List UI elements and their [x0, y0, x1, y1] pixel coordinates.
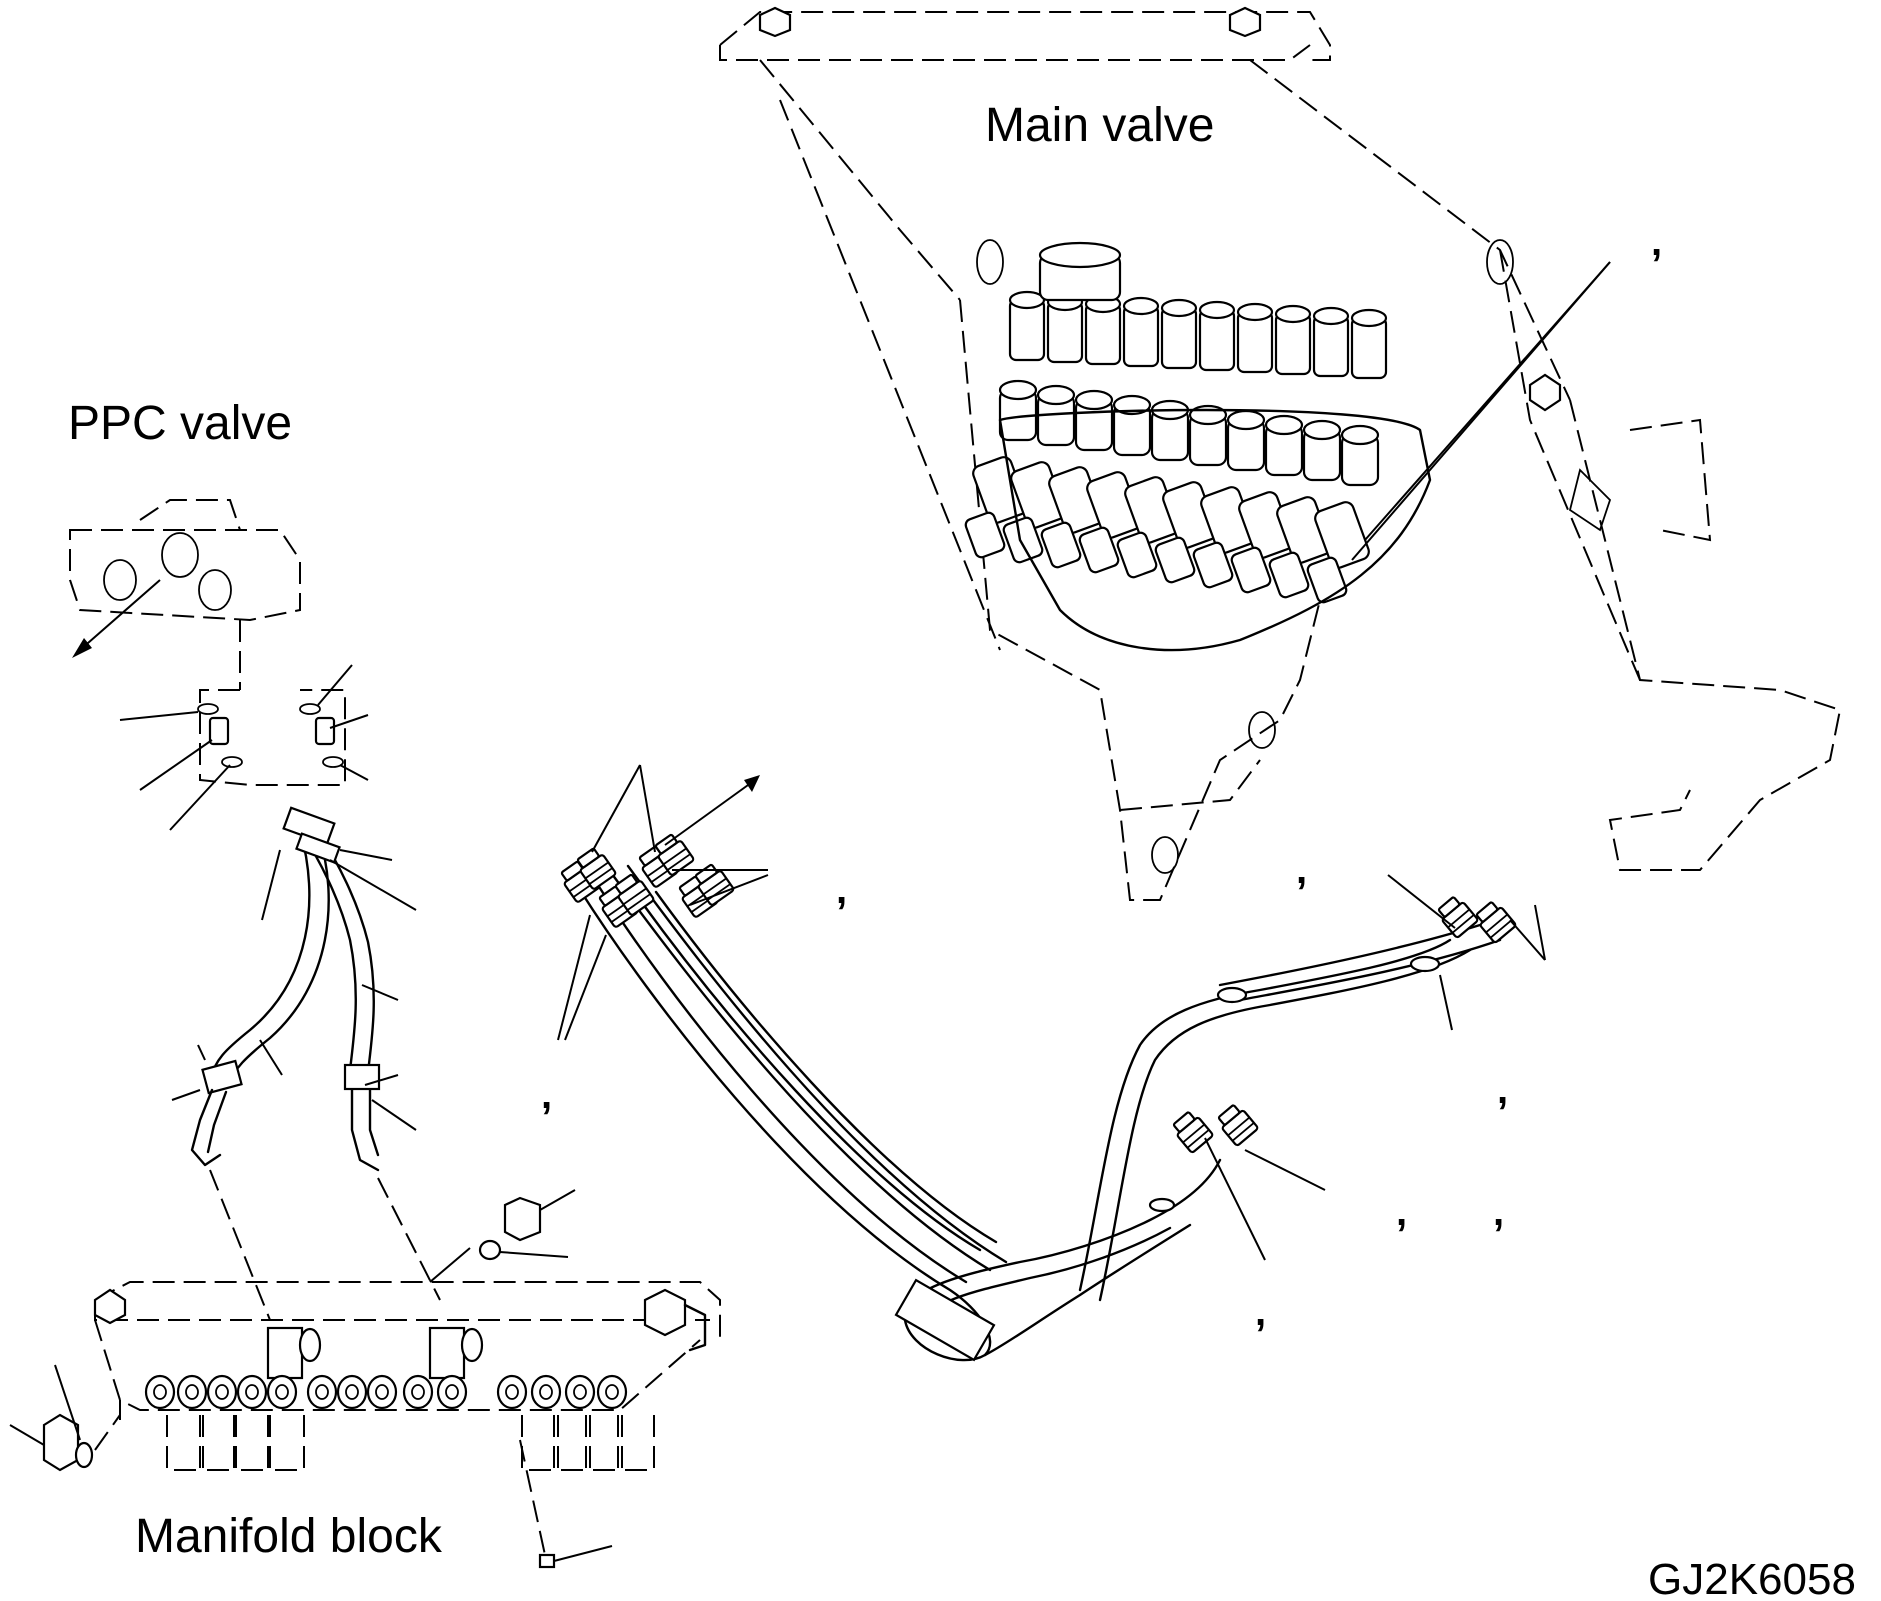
- callout-separator: ,: [1396, 1190, 1408, 1234]
- hose-end-fittings: [560, 833, 1517, 1154]
- main-valve-frame: [719, 6, 1842, 901]
- manifold-block-label: Manifold block: [135, 1510, 442, 1563]
- valve-spool-section: [1306, 308, 1388, 604]
- manifold-outlet: [553, 1415, 591, 1471]
- manifold-port: [336, 1374, 368, 1410]
- manifold-outlet: [233, 1415, 271, 1471]
- manifold-port: [496, 1374, 528, 1410]
- callout-separator: ,: [1493, 1190, 1505, 1234]
- callout-separator: ,: [1497, 1068, 1509, 1112]
- hose-fitting: [1475, 901, 1517, 944]
- hose-fitting: [1172, 1111, 1214, 1154]
- manifold-block: [93, 1247, 721, 1471]
- hose-fitting: [1437, 896, 1479, 939]
- ppc-valve: [69, 499, 346, 786]
- ppc-hoses: [171, 806, 441, 1321]
- manifold-port: [144, 1374, 176, 1410]
- ppc-fittings: [119, 664, 369, 831]
- manifold-port: [266, 1374, 298, 1410]
- hose-fitting: [654, 833, 695, 876]
- manifold-port: [596, 1374, 628, 1410]
- callout-separator: ,: [836, 868, 848, 912]
- hose-fitting: [1217, 1104, 1259, 1147]
- callout-separator: ,: [541, 1073, 553, 1117]
- manifold-port: [402, 1374, 434, 1410]
- main-valve-label: Main valve: [985, 99, 1215, 152]
- manifold-port: [436, 1374, 468, 1410]
- hose-fitting: [614, 873, 655, 916]
- valve-spool-section: [1040, 294, 1122, 569]
- manifold-port: [366, 1374, 398, 1410]
- manifold-port: [206, 1374, 238, 1410]
- manifold-outlet: [521, 1415, 559, 1471]
- main-valve-body: [964, 241, 1432, 652]
- manifold-outlet: [267, 1415, 305, 1471]
- valve-spool-section: [1192, 302, 1274, 589]
- manifold-port: [176, 1374, 208, 1410]
- valve-spool-section: [1116, 298, 1198, 579]
- ppc-valve-label: PPC valve: [68, 397, 293, 450]
- manifold-port: [306, 1374, 338, 1410]
- leader-lines: [557, 261, 1611, 1261]
- drawing-code: GJ2K6058: [1648, 1555, 1856, 1601]
- manifold-port: [564, 1374, 596, 1410]
- callout-separator: ,: [1296, 848, 1308, 892]
- manifold-port: [236, 1374, 268, 1410]
- manifold-outlet: [617, 1415, 655, 1471]
- manifold-port: [530, 1374, 562, 1410]
- callout-separator: ,: [1651, 220, 1663, 264]
- manifold-outlet: [166, 1415, 204, 1471]
- main-valve-hoses: [578, 864, 1502, 1362]
- manifold-plugs: [9, 1189, 613, 1569]
- manifold-outlet: [199, 1415, 237, 1471]
- manifold-outlet: [585, 1415, 623, 1471]
- callout-separator: ,: [1255, 1290, 1267, 1334]
- hose-fitting: [576, 847, 617, 890]
